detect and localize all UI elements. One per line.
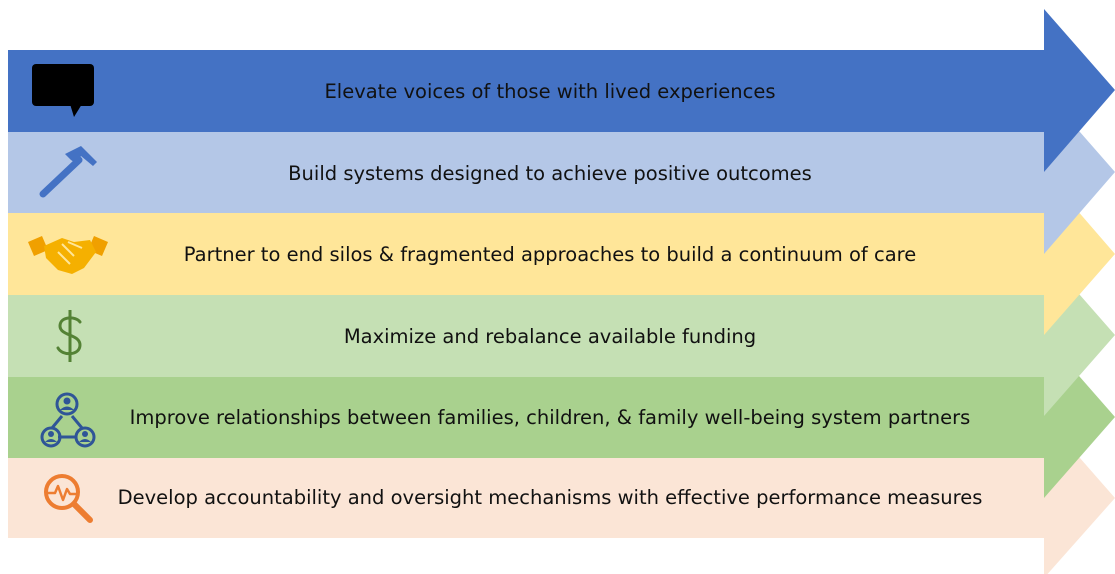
row-label-2: Build systems designed to achieve positi…: [288, 161, 812, 185]
row-label-5: Improve relationships between families, …: [129, 405, 971, 429]
network-people-icon: [40, 392, 96, 448]
arrow-band-2: [8, 91, 1115, 254]
row-label-6: Develop accountability and oversight mec…: [117, 485, 983, 509]
handshake-icon: [28, 236, 108, 274]
dollar-sign-icon: [56, 310, 82, 362]
row-label-4: Maximize and rebalance available funding: [343, 324, 757, 348]
arrow-band-6: [8, 417, 1115, 574]
arrow-band-5: [8, 336, 1115, 498]
row-label-1: Elevate voices of those with lived exper…: [324, 79, 776, 103]
row-label-3: Partner to end silos & fragmented approa…: [183, 242, 917, 266]
arrow-band-4: [8, 254, 1115, 416]
arrow-band-1: [8, 9, 1115, 172]
speech-bubble-icon: [32, 64, 94, 117]
hammer-icon: [39, 146, 97, 198]
arrow-band-3: [8, 172, 1115, 335]
magnify-chart-icon: [44, 474, 93, 523]
